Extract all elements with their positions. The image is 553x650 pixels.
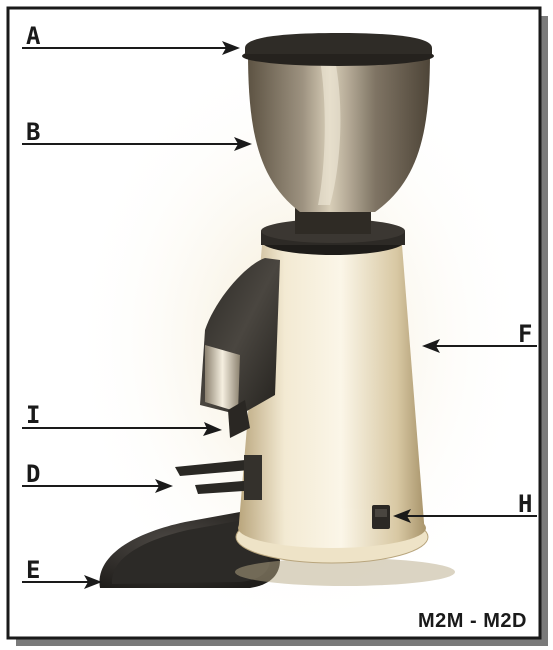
hopper-lid xyxy=(242,33,434,66)
power-switch xyxy=(372,505,390,529)
label-b: B xyxy=(26,120,40,144)
label-e: E xyxy=(26,558,40,582)
label-a: A xyxy=(26,24,40,48)
model-name: M2M - M2D xyxy=(418,610,527,633)
label-f: F xyxy=(518,322,532,346)
label-i: I xyxy=(26,403,40,427)
label-d: D xyxy=(26,462,40,486)
label-h: H xyxy=(518,492,532,516)
